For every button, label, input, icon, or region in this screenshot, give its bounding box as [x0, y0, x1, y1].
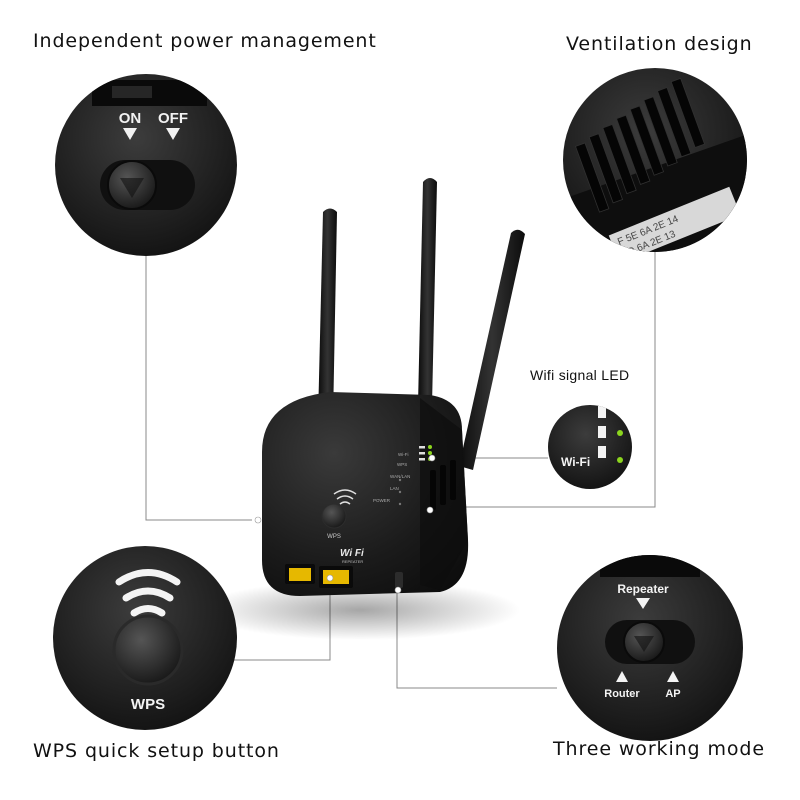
device-brand-sub: REPEATER [342, 559, 363, 564]
arrow-up-icon [667, 671, 679, 682]
vent-slots [575, 77, 706, 213]
antennas [318, 178, 525, 470]
device-wps-label: WPS [327, 534, 341, 540]
caption-power: Independent power management [33, 30, 377, 52]
mode-repeater-label: Repeater [617, 582, 669, 596]
wifi-signal-icon [115, 569, 181, 617]
device-led-label: WAN/LAN [390, 474, 410, 479]
antenna-right [459, 229, 525, 470]
caption-led: Wifi signal LED [530, 367, 629, 383]
led-indicator [617, 457, 623, 463]
wps-callout-label: WPS [131, 696, 165, 713]
arrow-down-icon [166, 128, 180, 140]
device-led-label: POWER [373, 498, 391, 503]
caption-ventilation: Ventilation design [566, 33, 753, 55]
wps-button [112, 614, 184, 686]
switch-on-label: ON [119, 110, 142, 127]
antenna-middle [418, 178, 437, 405]
device-mode-switch [395, 572, 403, 588]
led-wifi-label: Wi-Fi [561, 455, 590, 469]
device-led-label: Wi-Fi [398, 452, 409, 457]
device-wps-button: WPS [321, 489, 357, 540]
device-led-panel: Wi-Fi WPS WAN/LAN LAN POWER [373, 445, 432, 506]
switch-off-label: OFF [158, 110, 188, 127]
power-switch-callout: ON OFF [55, 74, 237, 256]
device-brand: Wi Fi [340, 548, 364, 559]
ethernet-ports [285, 564, 353, 588]
wps-callout: WPS [53, 546, 237, 730]
mode-router-label: Router [604, 688, 640, 700]
caption-mode: Three working mode [553, 738, 765, 760]
mode-ap-label: AP [665, 688, 680, 700]
arrow-down-icon [636, 598, 650, 609]
device-led-label: WPS [397, 462, 407, 467]
ventilation-callout: F 5E 6A 2E 14 5D 6A 2E 13 [563, 68, 747, 252]
mode-callout: Repeater Router AP [557, 555, 743, 741]
led-indicator [617, 410, 623, 416]
device-led-label: LAN [390, 486, 399, 491]
led-callout: Wi-Fi [548, 405, 632, 489]
caption-wps: WPS quick setup button [33, 740, 280, 762]
repeater-device: Wi-Fi WPS WAN/LAN LAN POWER WPS Wi Fi RE… [262, 392, 469, 596]
device-shadow [200, 580, 520, 640]
arrow-down-icon [123, 128, 137, 140]
arrow-up-icon [616, 671, 628, 682]
led-indicator [617, 430, 623, 436]
callout-dots [254, 454, 436, 594]
antenna-left [318, 208, 337, 420]
